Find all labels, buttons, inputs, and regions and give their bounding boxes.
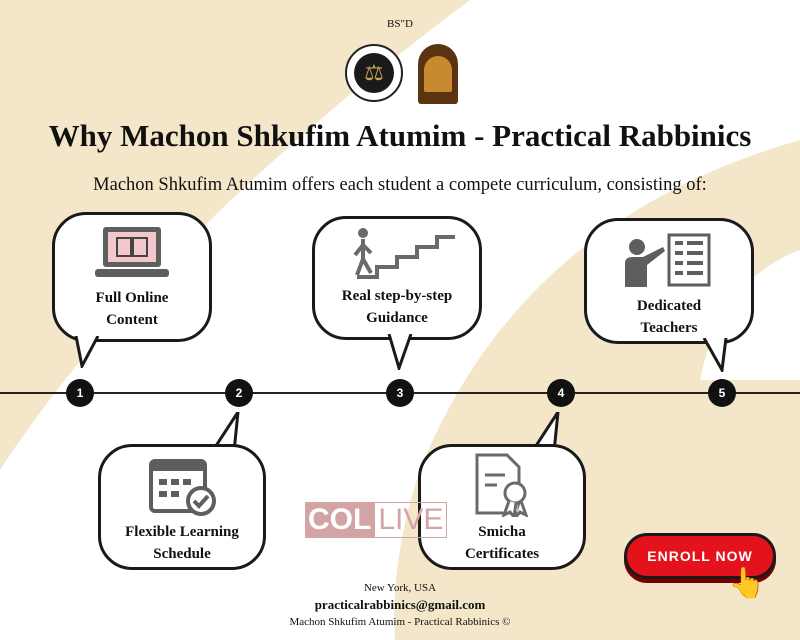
bsd-label: BS"D — [387, 18, 413, 30]
bubble-tail — [210, 412, 240, 452]
stairs-climber-icon — [353, 228, 455, 279]
step-number-2: 2 — [225, 379, 253, 407]
enroll-now-button[interactable]: ENROLL NOW — [624, 533, 776, 579]
beis-din-logo: ⚖ — [345, 44, 403, 102]
step-number-5: 5 — [708, 379, 736, 407]
bubble-tail — [530, 412, 560, 452]
teacher-board-icon — [625, 233, 711, 287]
calendar-check-icon — [149, 459, 216, 516]
bubble-tail — [702, 338, 728, 372]
step-number-1: 1 — [66, 379, 94, 407]
footer-location: New York, USA — [363, 582, 437, 594]
laptop-book-icon — [95, 227, 169, 277]
footer-copyright: Machon Shkufim Atumim - Practical Rabbin… — [289, 616, 511, 628]
page-title: Why Machon Shkufim Atumim - Practical Ra… — [48, 118, 752, 153]
shkufim-atumim-logo — [418, 44, 458, 104]
footer-email-link[interactable]: practicalrabbinics@gmail.com — [314, 597, 486, 612]
step-number-3: 3 — [386, 379, 414, 407]
bubble-tail — [74, 336, 100, 368]
page-subtitle: Machon Shkufim Atumim offers each studen… — [93, 175, 707, 195]
step-number-4: 4 — [547, 379, 575, 407]
certificate-icon — [475, 453, 529, 517]
pointer-hand-icon: 👆 — [728, 567, 766, 600]
bubble-tail — [387, 334, 413, 370]
